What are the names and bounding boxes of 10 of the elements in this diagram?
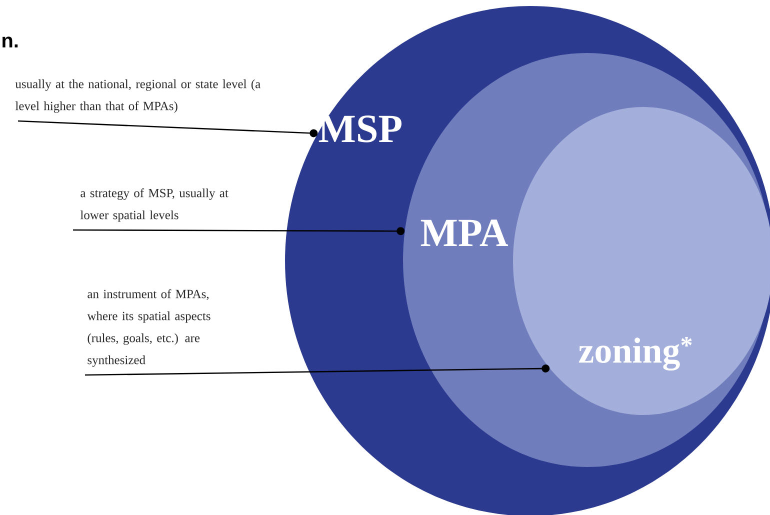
circle-label: MPA (420, 220, 508, 246)
annotation-text: usually at the national, regional or state level (a level higher than that of MPAs) (15, 79, 260, 113)
annotation-text: an instrument of MPAs, where its spatial aspects (rules, goals, etc.) are synthesized (87, 289, 210, 367)
text-fragment: n. (2, 36, 18, 48)
circle-label: MSP (318, 116, 402, 142)
leader-line (85, 364, 550, 376)
circle-label: zoning$^{*}$ (578, 336, 692, 371)
leader-line (18, 120, 318, 138)
annotation-text: a strategy of MSP, usually at lower spatial levels (80, 188, 228, 222)
leader-line (73, 227, 405, 236)
